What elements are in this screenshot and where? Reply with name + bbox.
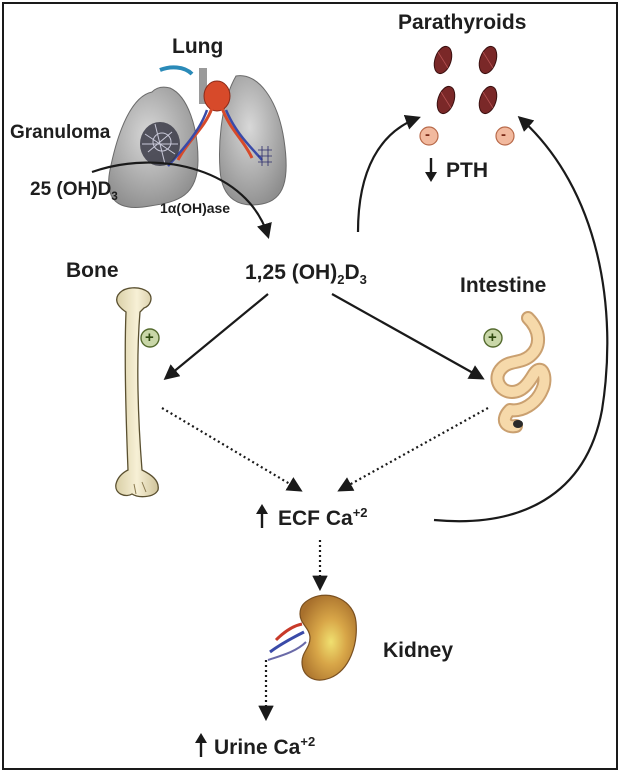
arrow-lung-to-calcitriol [91, 161, 272, 239]
intestine-label: Intestine [460, 274, 547, 297]
calcitriol-label: 1,25 (OH)2D3 [245, 261, 367, 288]
intestine-illustration [490, 311, 552, 434]
increase-arrow-ecf [256, 504, 268, 528]
arrows [91, 115, 609, 523]
bone-illustration [115, 287, 159, 498]
plus-symbol-intestine: + [488, 329, 497, 346]
ecf-calcium-label: ECF Ca+2 [278, 505, 368, 530]
increase-arrow-urine [195, 733, 207, 757]
stimulation-marker-bone [140, 328, 160, 348]
dotted-arrows [161, 407, 489, 722]
plus-symbol-bone: + [145, 329, 154, 346]
kidney-label: Kidney [383, 639, 454, 662]
arrow-bone-to-ecf [161, 407, 303, 492]
right-lung-lobe [219, 75, 287, 206]
inhibition-marker-left [419, 126, 439, 146]
bone-label: Bone [66, 259, 119, 282]
parathyroid-glands [433, 45, 498, 115]
vitamin-d25-label: 25 (OH)D3 [30, 179, 118, 203]
arrow-ecf-to-parathyroids [433, 115, 609, 523]
arrow-intestine-to-ecf [337, 407, 489, 492]
minus-symbol-left: - [425, 126, 430, 143]
arrow-calcitriol-to-intestine [331, 293, 485, 380]
minus-symbol-right: - [501, 126, 506, 143]
arrow-calcitriol-to-parathyroids [356, 115, 421, 233]
pth-label: PTH [446, 159, 488, 182]
inhibition-marker-right [495, 126, 515, 146]
decrease-arrow-pth [425, 158, 437, 182]
lung-label: Lung [172, 35, 224, 58]
alveoli [258, 146, 272, 166]
lung-illustration [108, 65, 287, 208]
granuloma-mass [140, 122, 180, 166]
kidney-illustration [267, 594, 357, 681]
heart-vessel [203, 80, 231, 112]
enzyme-label: 1α(OH)ase [160, 200, 231, 216]
stimulation-marker-intestine [483, 328, 503, 348]
parathyroids-label: Parathyroids [398, 11, 527, 34]
urine-calcium-label: Urine Ca+2 [214, 734, 316, 759]
granuloma-label: Granuloma [10, 122, 111, 143]
arrow-calcitriol-to-bone [163, 293, 269, 380]
